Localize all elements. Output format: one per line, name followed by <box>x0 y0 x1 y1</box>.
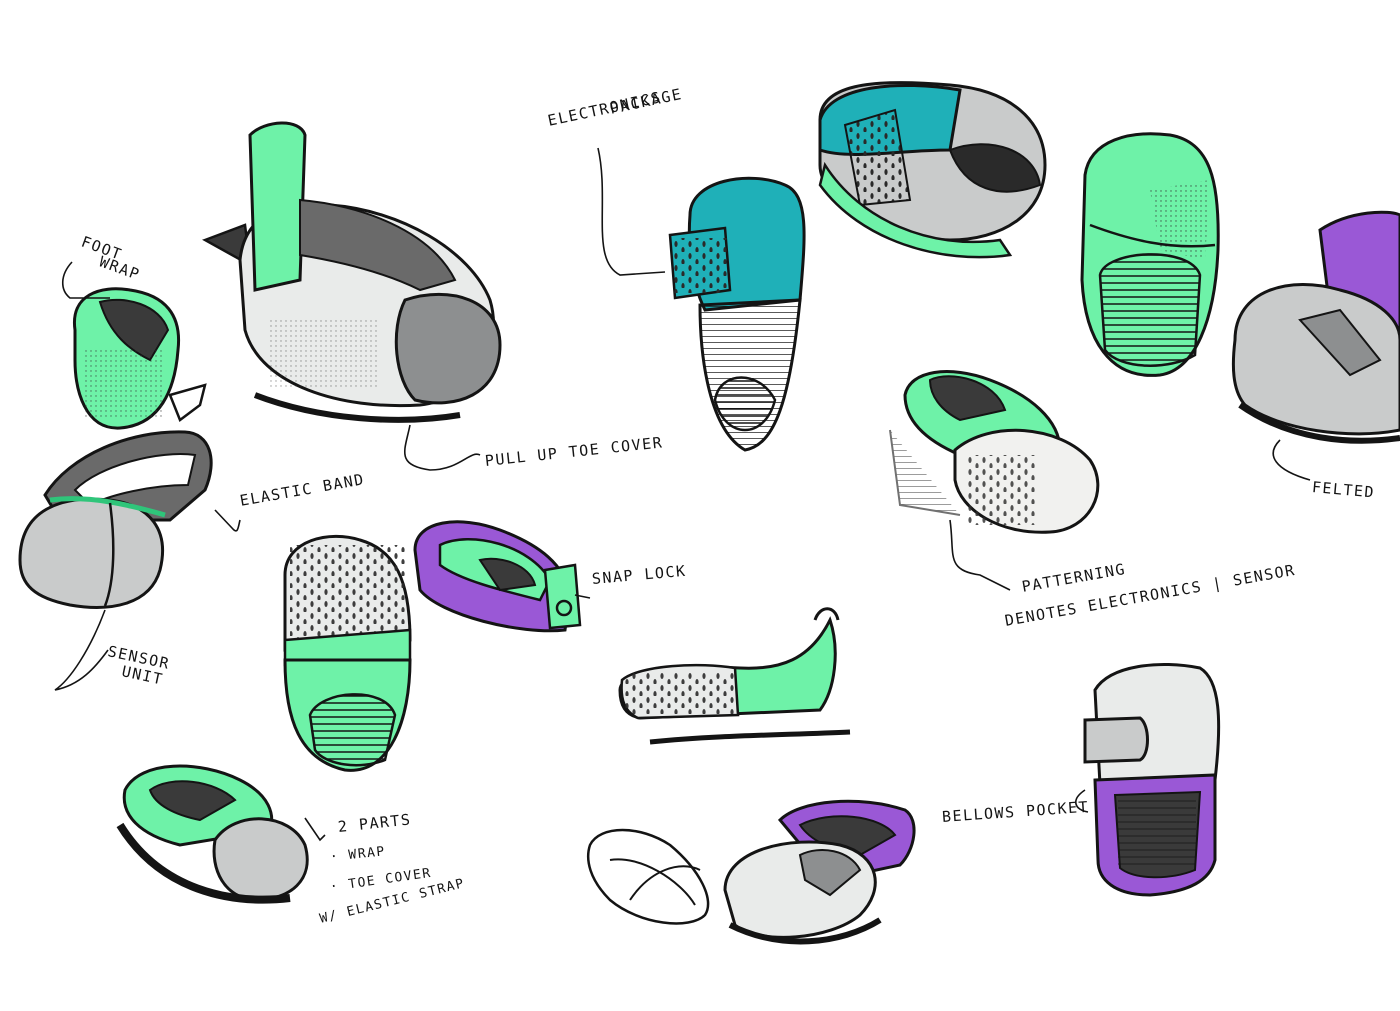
sketch-electronics-package-slipper <box>668 176 806 452</box>
sketch-teal-gray-slipper <box>818 81 1047 259</box>
sketch-green-cross-slipper <box>1080 132 1220 377</box>
sketch-two-parts-slipper <box>116 764 309 904</box>
sketch-pull-up-toe-cover-shoe <box>202 121 502 423</box>
sketch-patterned-slipper <box>889 370 1100 534</box>
annotation-leader-lines <box>54 147 1311 842</box>
sketch-foot-wrap-shoe <box>73 287 207 430</box>
sketch-snap-lock-slipper <box>413 520 582 633</box>
sketch-bellows-pocket-slipper <box>1083 662 1221 897</box>
sketch-side-view-slipper <box>618 607 851 745</box>
sketch-elastic-band-shoe <box>18 430 213 609</box>
sketch-outline-slipper <box>586 828 710 925</box>
sketch-gray-purple-slipper <box>723 799 916 945</box>
sketch-dotted-cross-slipper <box>283 534 412 772</box>
sketch-felted-shoe <box>1231 210 1400 444</box>
